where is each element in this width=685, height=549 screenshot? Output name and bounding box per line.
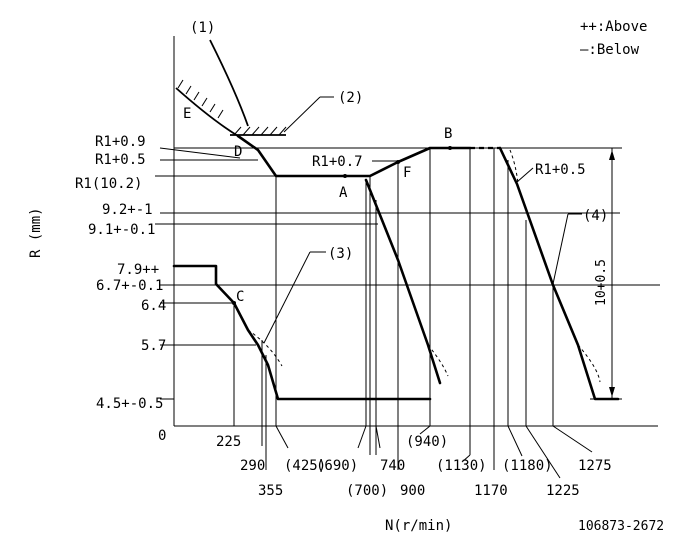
y-tick-7-9: 7.9++ [117,262,159,278]
point-b-label: B [444,126,452,142]
y-tick-r1-plus-0-9: R1+0.9 [95,134,146,150]
point-a-label: A [339,185,348,201]
y-tick-4-5: 4.5+-0.5 [96,396,163,412]
x-drop-lines [233,148,554,470]
x-tick-225: 225 [216,434,241,450]
x-tick-700: (700) [346,483,388,499]
x-tick-355: 355 [258,483,283,499]
y-tick-r1-10-2: R1(10.2) [75,176,142,192]
drawing-code: 106873-2672 [578,519,664,534]
point-b-dot [448,146,452,150]
x-tick-1170: 1170 [474,483,508,499]
stop-curve-e [175,87,239,137]
x-tick-1225: 1225 [546,483,580,499]
y-tick-9-2: 9.2+-1 [102,202,153,218]
y-tick-6-4: 6.4 [141,298,166,314]
stop-curve-upper [209,39,249,127]
r1-plus-0-7-label: R1+0.7 [312,154,363,170]
droop-curve-a [364,178,442,385]
y-axis-title: R (mm) [28,207,44,258]
y-tick-6-7: 6.7+-0.1 [96,278,163,294]
y-leader-r1-plus-0-9 [159,147,241,159]
below-curve-4 [577,344,601,383]
hatch-2 [233,126,287,136]
x-tick-690: (690) [316,458,358,474]
ref-3-leader-b [263,251,311,344]
x-tick-1180: (1180) [502,458,553,474]
range-arrow-bottom [609,387,615,397]
full-load-curve [236,134,472,178]
x-tick-740: 740 [380,458,405,474]
ref-3-label: (3) [328,246,353,262]
x-tick-1275: 1275 [578,458,612,474]
point-e-label: E [183,106,191,122]
r1-plus-0-5-right-label: R1+0.5 [535,162,586,178]
ref-1-label: (1) [190,20,215,36]
y-tick-r1-plus-0-5: R1+0.5 [95,152,146,168]
ref-2-label: (2) [338,90,363,106]
y-tick-9-1: 9.1+-0.1 [88,222,155,238]
start-curve [172,264,432,401]
x-tick-900: 900 [400,483,425,499]
range-label: 10+0.5 [594,259,609,306]
range-arrow-top [609,150,615,160]
below-curve-a [427,344,449,377]
ref-4-leader-b [552,213,569,285]
x-tick-290: 290 [240,458,265,474]
ref-2-leader-b [283,96,321,133]
origin-label: 0 [158,428,166,444]
x-leaders [275,425,593,479]
point-c-label: C [236,289,244,305]
y-tick-5-7: 5.7 [141,338,166,354]
ref-4-label: (4) [583,208,608,224]
below-curve-c [247,329,283,367]
x-tick-425: (425) [284,458,326,474]
point-f-label: F [403,165,411,181]
legend-below: —:Below [580,42,640,58]
x-tick-1130: (1130) [436,458,487,474]
x-tick-940: (940) [406,434,448,450]
x-axis-title: N(r/min) [385,518,452,534]
hatch-e [177,79,224,119]
point-a-dot [343,174,347,178]
legend-above: ++:Above [580,19,647,35]
point-d-label: D [234,144,242,160]
r1-plus-0-5-right-leader [516,167,534,183]
